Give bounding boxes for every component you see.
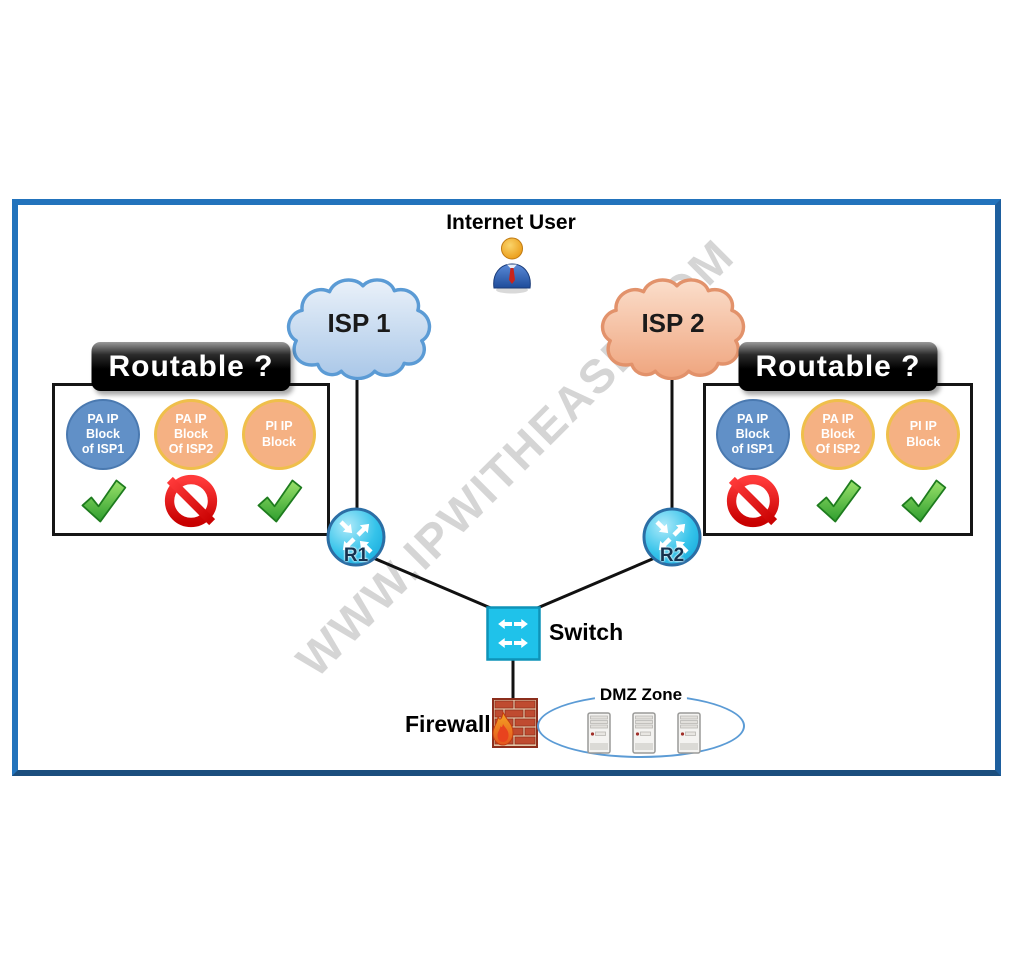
router-icon [326, 507, 386, 567]
routable-panel-left: Routable ? PA IP Block of ISP1 PA IP Blo… [52, 342, 330, 536]
router-r2-label: R2 [659, 545, 685, 566]
router-r2: R2 [641, 506, 703, 568]
internet-user-label: Internet User [446, 211, 576, 234]
verdict-mark [811, 471, 865, 531]
ip-block-circle-pa-isp1: PA IP Block of ISP1 [66, 399, 140, 470]
ip-block-item: PI IP Block [881, 399, 966, 531]
routable-panel-right: Routable ? PA IP Block of ISP1 PA IP Blo… [703, 342, 973, 536]
router-r1-label: R1 [343, 545, 369, 566]
ip-block-circle-pa-isp2: PA IP Block Of ISP2 [800, 399, 875, 470]
no-entry-icon [726, 474, 779, 528]
router-icon [642, 507, 702, 567]
isp2-cloud: ISP 2 [599, 278, 747, 381]
check-icon [257, 479, 303, 523]
routable-header-left: Routable ? [91, 342, 291, 391]
dmz-servers [587, 712, 701, 755]
ip-block-item: PA IP Block Of ISP2 [795, 399, 880, 531]
ip-block-circle-pa-isp1: PA IP Block of ISP1 [715, 399, 790, 470]
switch-label: Switch [549, 619, 624, 645]
isp1-cloud: ISP 1 [285, 278, 433, 381]
verdict-mark [252, 471, 306, 531]
dmz-zone-label: DMZ Zone [594, 685, 688, 705]
router-r1: R1 [325, 506, 387, 568]
isp1-label: ISP 1 [327, 308, 391, 339]
cloud-shape-blue [286, 278, 432, 381]
verdict-mark [76, 471, 130, 531]
ip-block-circle-pa-isp2: PA IP Block Of ISP2 [154, 399, 228, 470]
ip-block-item: PA IP Block Of ISP2 [147, 399, 235, 531]
internet-user-icon [493, 237, 531, 294]
ip-block-item: PA IP Block of ISP1 [710, 399, 795, 531]
firewall-label: Firewall [405, 711, 491, 737]
server-icon [677, 712, 701, 754]
routable-header-right: Routable ? [738, 342, 938, 391]
server-icon [632, 712, 656, 754]
firewall-icon [492, 698, 538, 748]
dmz-zone: DMZ Zone [537, 685, 745, 758]
check-icon [81, 479, 127, 523]
isp2-label: ISP 2 [641, 308, 705, 339]
check-icon [901, 479, 947, 523]
verdict-mark [896, 471, 950, 531]
server-icon [587, 712, 611, 754]
diagram-frame [12, 199, 1001, 776]
verdict-mark [725, 471, 781, 531]
no-entry-icon [164, 474, 218, 528]
ip-block-circle-pi: PI IP Block [886, 399, 961, 470]
check-icon [816, 479, 862, 523]
cloud-shape-orange [600, 278, 746, 381]
switch-icon [486, 606, 541, 661]
ip-block-item: PI IP Block [235, 399, 323, 531]
verdict-mark [163, 471, 219, 531]
ip-block-circle-pi: PI IP Block [242, 399, 316, 470]
ip-block-item: PA IP Block of ISP1 [59, 399, 147, 531]
